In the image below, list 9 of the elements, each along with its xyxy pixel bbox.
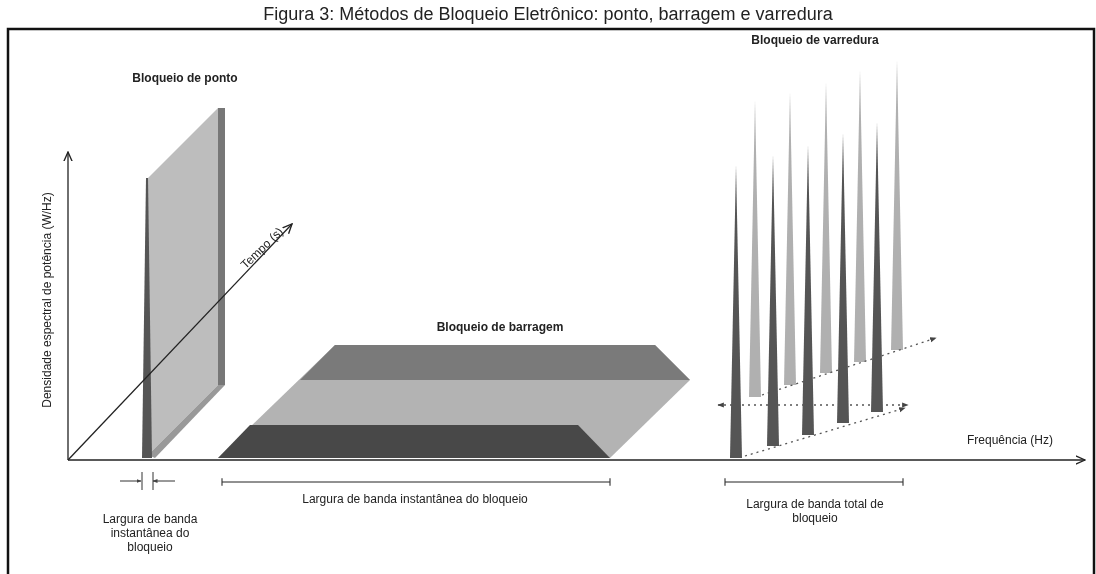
section-heading: Bloqueio de ponto bbox=[132, 71, 238, 85]
figure-title: Figura 3: Métodos de Bloqueio Eletrônico: ponto, barragem e varredura bbox=[262, 3, 834, 25]
axis-label: Frequência (Hz) bbox=[967, 433, 1053, 447]
dimension-label: Largura de banda instantânea do bloqueio bbox=[302, 492, 528, 506]
section-heading: Bloqueio de barragem bbox=[436, 320, 564, 334]
section-heading: Bloqueio de varredura bbox=[751, 33, 879, 47]
dimension-label: Largura de banda total de bloqueio bbox=[745, 497, 885, 525]
axis-label: Densidade espectral de potência (W/Hz) bbox=[40, 192, 54, 408]
dimension-label: Largura de banda instantânea do bloqueio bbox=[101, 512, 199, 554]
